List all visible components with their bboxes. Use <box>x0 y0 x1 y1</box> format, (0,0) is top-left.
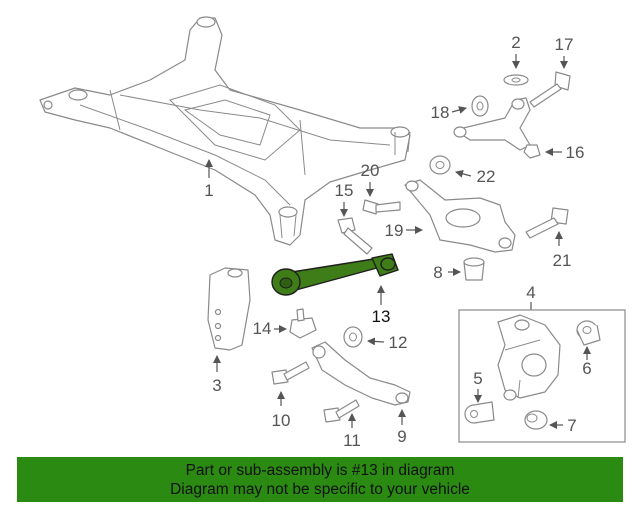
bolt-part-21 <box>525 207 569 239</box>
callout-16: 16 <box>566 143 585 162</box>
callout-1: 1 <box>204 181 213 200</box>
control-arm-part-9 <box>311 341 411 406</box>
callout-18: 18 <box>431 103 450 122</box>
bolt-part-11 <box>323 399 360 423</box>
callout-8: 8 <box>433 263 442 282</box>
lower-arm-part-19 <box>404 179 516 253</box>
callout-14: 14 <box>253 319 272 338</box>
knuckle-part-4 <box>497 314 561 401</box>
bolt-part-17 <box>529 71 571 108</box>
callout-9: 9 <box>397 427 406 446</box>
bushing-part-8 <box>463 257 485 281</box>
bushing-part-7 <box>524 410 548 430</box>
bracket-part-3 <box>207 267 251 351</box>
callout-21: 21 <box>553 251 572 270</box>
rear-link-part-13-highlighted[interactable] <box>271 253 399 296</box>
callout-11: 11 <box>343 431 361 450</box>
bolt-part-10 <box>271 361 310 385</box>
subframe-part-1 <box>39 16 411 246</box>
callout-3: 3 <box>212 376 221 395</box>
callout-22: 22 <box>477 167 496 186</box>
fitment-notice-banner: Part or sub-assembly is #13 in diagram D… <box>17 457 623 502</box>
nut-part-14 <box>289 308 317 339</box>
callout-4: 4 <box>526 283 535 302</box>
callout-20: 20 <box>361 161 380 180</box>
callout-17: 17 <box>555 35 574 54</box>
callout-5: 5 <box>473 369 482 388</box>
callout-13: 13 <box>372 307 391 326</box>
callout-15: 15 <box>335 181 354 200</box>
washer-part-2 <box>503 74 529 86</box>
callout-12: 12 <box>389 333 408 352</box>
bolt-part-15 <box>337 217 373 255</box>
bushing-part-5 <box>464 401 495 424</box>
callout-6: 6 <box>582 359 591 378</box>
callout-10: 10 <box>272 411 291 430</box>
callout-7: 7 <box>567 416 576 435</box>
bushing-part-18 <box>471 95 489 117</box>
upper-arm-part-16 <box>453 97 541 159</box>
bolt-part-20 <box>362 199 401 215</box>
washer-part-12 <box>343 326 363 348</box>
callout-2: 2 <box>511 33 520 52</box>
bushing-part-6 <box>576 320 601 346</box>
banner-line-2: Diagram may not be specific to your vehi… <box>170 481 470 498</box>
callout-19: 19 <box>385 221 404 240</box>
washer-part-22 <box>429 155 451 175</box>
assembly-box-part-4 <box>458 309 626 443</box>
parts-diagram: 1 3 2 17 18 16 22 19 <box>39 16 626 450</box>
banner-line-1: Part or sub-assembly is #13 in diagram <box>185 462 455 479</box>
